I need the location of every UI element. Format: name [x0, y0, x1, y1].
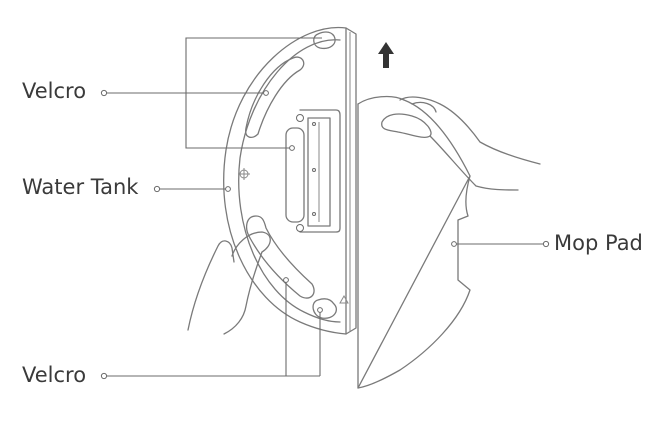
water-tank-label: Water Tank	[22, 175, 139, 199]
right-hand-illustration	[381, 96, 541, 191]
callout-velcro-bottom	[100, 277, 323, 380]
velcro-strip-bottom	[245, 215, 349, 319]
velcro-strip-top	[245, 31, 336, 139]
water-tank-module	[238, 109, 341, 233]
robot-base-plate	[223, 26, 357, 335]
left-hand-illustration	[187, 231, 271, 335]
callout-water-tank	[153, 185, 231, 193]
gear-icon	[238, 168, 250, 180]
up-arrow-icon	[378, 42, 394, 68]
triangle-icon	[339, 294, 349, 304]
callout-velcro-top	[100, 37, 322, 151]
callout-mop-pad	[451, 240, 550, 248]
velcro-top-label: Velcro	[22, 79, 87, 103]
velcro-bottom-label: Velcro	[22, 363, 87, 387]
mop-pad-label: Mop Pad	[554, 231, 643, 255]
